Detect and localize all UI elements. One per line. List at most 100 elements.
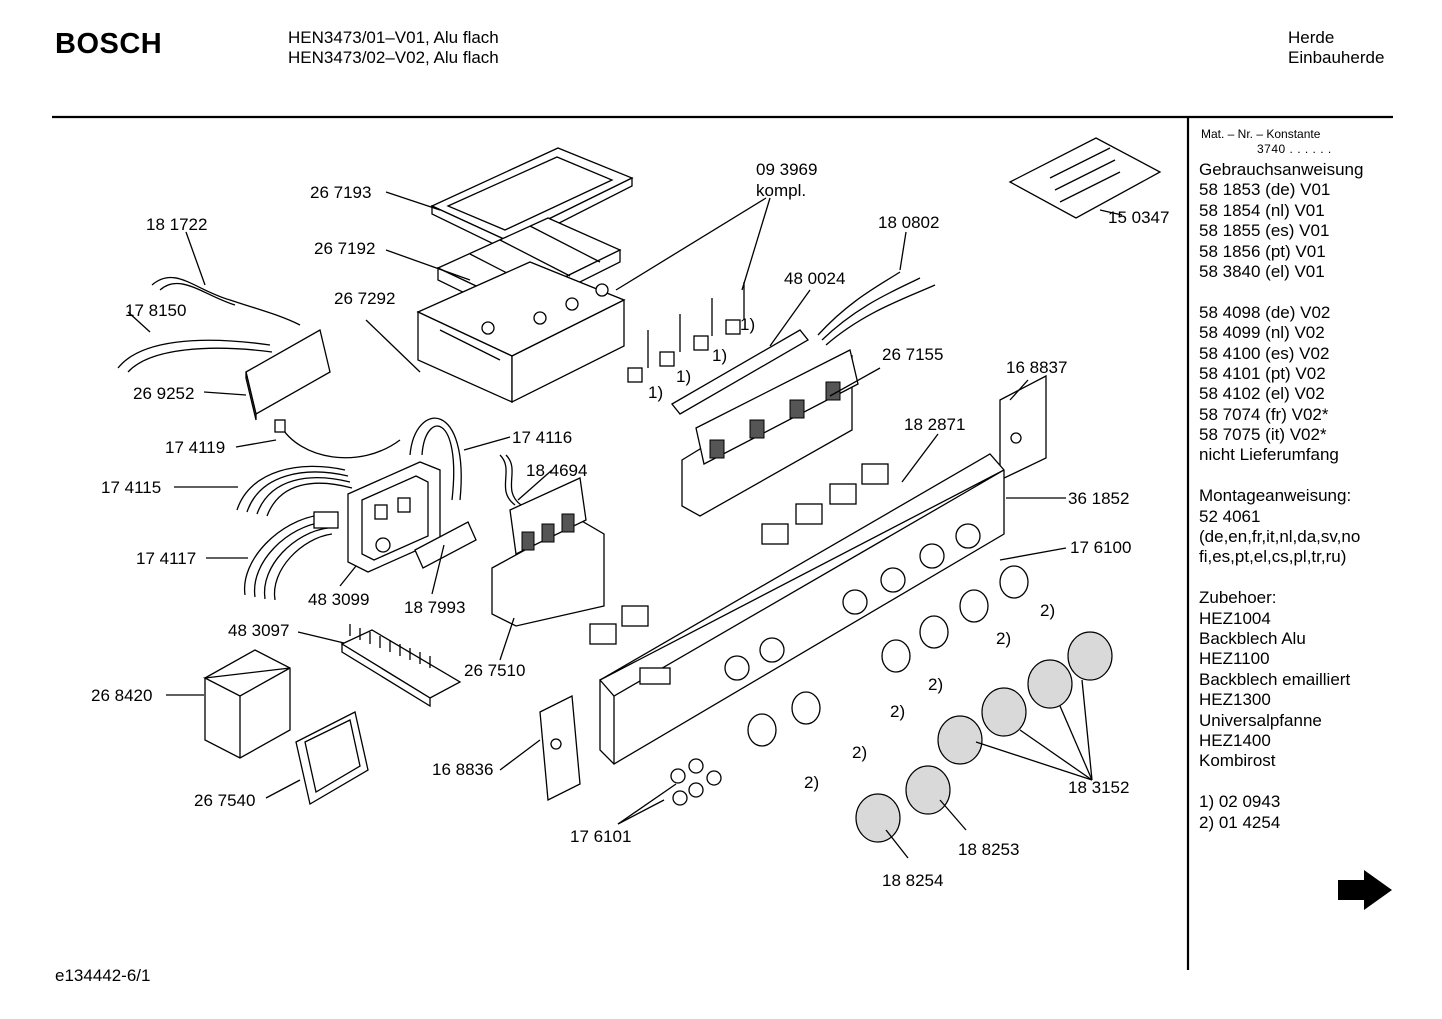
sidebar-line: 58 1855 (es) V01 [1199, 221, 1330, 241]
label-168836: 16 8836 [432, 760, 493, 779]
sidebar-line: 58 4098 (de) V02 [1199, 302, 1331, 322]
material-number-value: 3740 . . . . . . [1257, 142, 1332, 156]
category-line: Herde [1288, 28, 1335, 47]
label-361852: 36 1852 [1068, 489, 1129, 508]
sidebar-line: 58 1853 (de) V01 [1199, 180, 1331, 200]
label-178150: 17 8150 [125, 301, 186, 320]
material-number-label: Mat. – Nr. – Konstante [1201, 127, 1321, 141]
cable-174115 [236, 465, 346, 511]
frame-267540 [295, 711, 369, 806]
label-267510: 26 7510 [464, 661, 525, 680]
label-180802: 18 0802 [878, 213, 939, 232]
rings-176100 [747, 565, 1029, 747]
sidebar-line: 58 4102 (el) V02 [1199, 384, 1325, 404]
document-code: e134442-6/1 [55, 966, 151, 985]
relay-268420 [202, 649, 291, 759]
cable-174116 [409, 417, 462, 501]
sidebar-line: HEZ1100 [1199, 649, 1270, 669]
label-267192: 26 7192 [314, 239, 375, 258]
strip-187993 [414, 521, 477, 569]
sidebar-spacer [1199, 568, 1363, 588]
sidebar-line: fi,es,pt,el,cs,pl,tr,ru) [1199, 547, 1347, 567]
bracket-480024 [671, 329, 809, 415]
sidebar-line: (de,en,fr,it,nl,da,sv,no [1199, 527, 1361, 547]
label-480024: 48 0024 [784, 269, 845, 288]
category: Herde Einbauherde [1288, 28, 1384, 68]
knobs-176101 [670, 758, 722, 806]
sidebar-line: 58 1856 (pt) V01 [1199, 241, 1326, 261]
frame-part-267193 [430, 147, 634, 252]
label-note2-a: 2) [1040, 601, 1055, 620]
cable-174117 [244, 514, 321, 596]
sidebar-line: Montageanweisung: [1199, 486, 1352, 506]
model-line: HEN3473/01–V01, Alu flach [288, 28, 499, 47]
sidebar-line: nicht Lieferumfang [1199, 445, 1339, 465]
sidebar-line: 58 1854 (nl) V01 [1199, 200, 1325, 220]
label-483099: 48 3099 [308, 590, 369, 609]
label-note1-b: 1) [712, 346, 727, 365]
panel-361852 [598, 453, 1005, 765]
module-483099 [347, 461, 441, 573]
label-267155: 26 7155 [882, 345, 943, 364]
label-483097: 48 3097 [228, 621, 289, 640]
sidebar-line: Gebrauchsanweisung [1199, 160, 1364, 179]
label-174119: 17 4119 [165, 438, 225, 457]
sidebar-line: Zubehoer: [1199, 588, 1277, 608]
sidebar-line: HEZ1300 [1199, 690, 1271, 710]
bracket-168837 [999, 374, 1047, 482]
cable-178150 [117, 339, 271, 369]
label-184694: 18 4694 [526, 461, 587, 480]
switches-093969 [627, 282, 745, 383]
bracket-168836 [539, 694, 581, 802]
label-174115: 17 4115 [101, 478, 161, 497]
label-174116: 17 4116 [512, 428, 572, 447]
module-267510 [491, 477, 605, 627]
screw-bag-150347 [1008, 137, 1162, 219]
sidebar-line: Kombirost [1199, 751, 1276, 771]
label-267292: 26 7292 [334, 289, 395, 308]
sidebar-line: 58 4101 (pt) V02 [1199, 363, 1326, 383]
sidebar-spacer [1199, 772, 1363, 792]
covers-182871 [589, 463, 889, 645]
sidebar-line: 58 4099 (nl) V02 [1199, 323, 1325, 343]
material-number: Mat. – Nr. – Konstante 3740 . . . . . . [1201, 127, 1332, 157]
cable-180802 [817, 271, 901, 336]
leader-lines [127, 191, 1123, 859]
sidebar-line: HEZ1400 [1199, 730, 1271, 750]
sidebar-line: Universalpfanne [1199, 710, 1322, 730]
label-note2-b: 2) [996, 629, 1011, 648]
label-267193: 26 7193 [310, 183, 371, 202]
label-note1-a: 1) [740, 315, 755, 334]
label-268420: 26 8420 [91, 686, 152, 705]
label-188254: 18 8254 [882, 871, 943, 890]
sidebar-line: 58 7075 (it) V02* [1199, 425, 1327, 445]
sidebar-line: 58 3840 (el) V01 [1199, 261, 1325, 281]
knobs-183152 [855, 631, 1113, 843]
cable-174119 [279, 424, 401, 459]
sidebar-line: HEZ1004 [1199, 608, 1271, 628]
arrow-right-icon[interactable] [1338, 870, 1392, 910]
sidebar-spacer [1199, 282, 1363, 302]
sidebar-spacer [1199, 466, 1363, 486]
label-183152: 18 3152 [1068, 778, 1129, 797]
cable-181722 [151, 276, 301, 326]
board-483097 [340, 624, 462, 708]
label-176100: 17 6100 [1070, 538, 1131, 557]
label-kompl: kompl. [756, 181, 806, 200]
label-176101: 17 6101 [570, 827, 631, 846]
board-269252 [245, 329, 331, 421]
sidebar-line: 1) 02 0943 [1199, 792, 1281, 812]
label-174117: 17 4117 [136, 549, 196, 568]
label-187993: 18 7993 [404, 598, 465, 617]
label-note1-d: 1) [648, 383, 663, 402]
label-note2-d: 2) [890, 702, 905, 721]
category-line: Einbauherde [1288, 48, 1385, 67]
sidebar-line: Backblech emailliert [1199, 669, 1351, 689]
part-labels: 26 7193 09 3969 kompl. 18 1722 26 7192 1… [91, 160, 1169, 890]
label-150347: 15 0347 [1108, 208, 1169, 227]
cable-184694 [499, 454, 516, 506]
label-note2-f: 2) [804, 773, 819, 792]
module-267155 [681, 349, 859, 517]
